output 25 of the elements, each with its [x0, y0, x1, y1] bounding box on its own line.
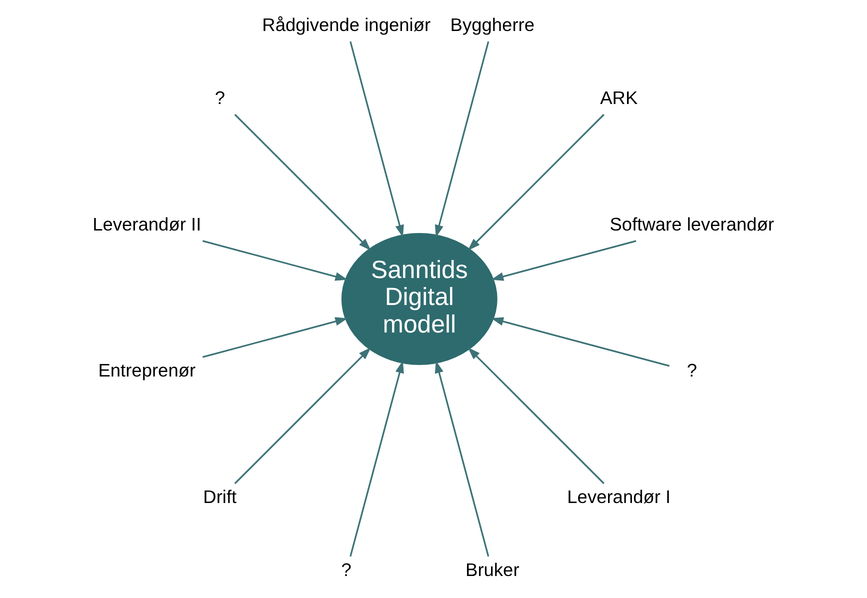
- arrow: [434, 360, 490, 557]
- arrow: [350, 41, 404, 238]
- node-text: Bruker: [466, 559, 520, 580]
- node-text: ?: [341, 559, 352, 580]
- node-text: Leverandør I: [567, 486, 671, 508]
- arrow: [468, 347, 604, 484]
- node-text: ?: [686, 360, 697, 381]
- node-ellipse: Sanntids Digital modell: [341, 233, 498, 365]
- arrow: [234, 114, 371, 251]
- arrow: [234, 347, 371, 484]
- node-text: Entreprenør: [98, 360, 196, 381]
- arrow: [202, 317, 348, 358]
- arrow: [491, 240, 636, 281]
- node-text: Rådgivende ingeniør: [262, 14, 431, 36]
- node-text: ARK: [600, 87, 638, 108]
- node-text: Leverandør II: [92, 214, 202, 235]
- node-text: Drift: [203, 486, 237, 508]
- arrow: [202, 240, 348, 281]
- node-text: ?: [214, 87, 225, 108]
- arrow: [350, 360, 404, 557]
- arrow: [434, 41, 490, 238]
- arrow: [490, 317, 670, 367]
- arrow: [468, 114, 604, 251]
- node-text: Byggherre: [450, 14, 535, 36]
- node-text: Software leverandør: [610, 214, 774, 235]
